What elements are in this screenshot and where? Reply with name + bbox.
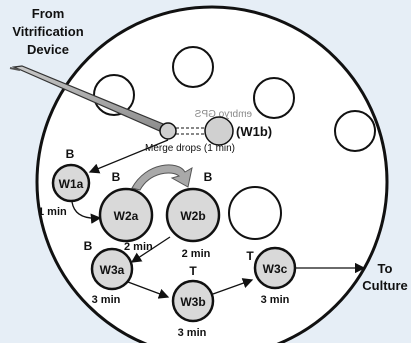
well-w3a-time: 3 min: [92, 294, 121, 306]
well-w2b-tag: B: [204, 170, 213, 184]
well-w3b-tag: T: [189, 264, 197, 278]
well-w2b-name: W2b: [180, 209, 205, 223]
mirrored-label: embryo GPS: [194, 109, 252, 120]
arrow-w2b-to-w3a: [130, 236, 171, 263]
empty-well-upper-right: [253, 77, 295, 119]
well-w3b-name: W3b: [180, 295, 205, 309]
well-w2a-time: 2 min: [124, 241, 153, 253]
well-w2b: [165, 187, 221, 243]
well-w2a-name: W2a: [114, 209, 139, 223]
destination-label-line1: To: [378, 261, 393, 276]
empty-well-top: [172, 46, 214, 88]
merge-label: Merge drops (1 min): [145, 143, 235, 154]
w1b-well: [204, 116, 234, 146]
empty-well-middle-right: [228, 186, 282, 240]
mirrored-label-group: embryo GPS: [194, 109, 252, 120]
well-w3c: [253, 246, 297, 290]
source-label-line1: From: [32, 6, 65, 21]
well-w2b-time: 2 min: [182, 248, 211, 260]
well-w3a-tag: B: [84, 239, 93, 253]
arrow-w3b-to-w3c: [212, 278, 254, 295]
merge-drop-left: [159, 122, 177, 140]
arrow-w1a-to-w2a: [71, 201, 102, 224]
well-w1a-tag: B: [66, 147, 75, 161]
arrow-w3a-to-w3b: [127, 281, 170, 299]
w1b-label: (W1b): [236, 124, 272, 139]
well-w3b-time: 3 min: [178, 327, 207, 339]
well-w3a-name: W3a: [100, 263, 125, 277]
curved-arrow-w2a-to-w2b: [131, 164, 193, 191]
source-label-line3: Device: [27, 42, 69, 57]
empty-well-right: [334, 110, 376, 152]
well-w3a: [90, 247, 134, 291]
well-w1a-name: W1a: [59, 177, 84, 191]
source-label-line2: Vitrification: [12, 24, 83, 39]
well-w2a-tag: B: [112, 170, 121, 184]
well-w3c-time: 3 min: [261, 294, 290, 306]
well-w3b: [171, 279, 215, 323]
arrow-merge-to-w1a: [88, 139, 169, 174]
destination-label-line2: Culture: [362, 278, 408, 293]
well-w1a-time: 1 min: [38, 206, 67, 218]
well-w1a: [51, 163, 91, 203]
well-w3c-tag: T: [246, 249, 254, 263]
well-w2a: [98, 187, 154, 243]
well-w3c-name: W3c: [263, 262, 288, 276]
